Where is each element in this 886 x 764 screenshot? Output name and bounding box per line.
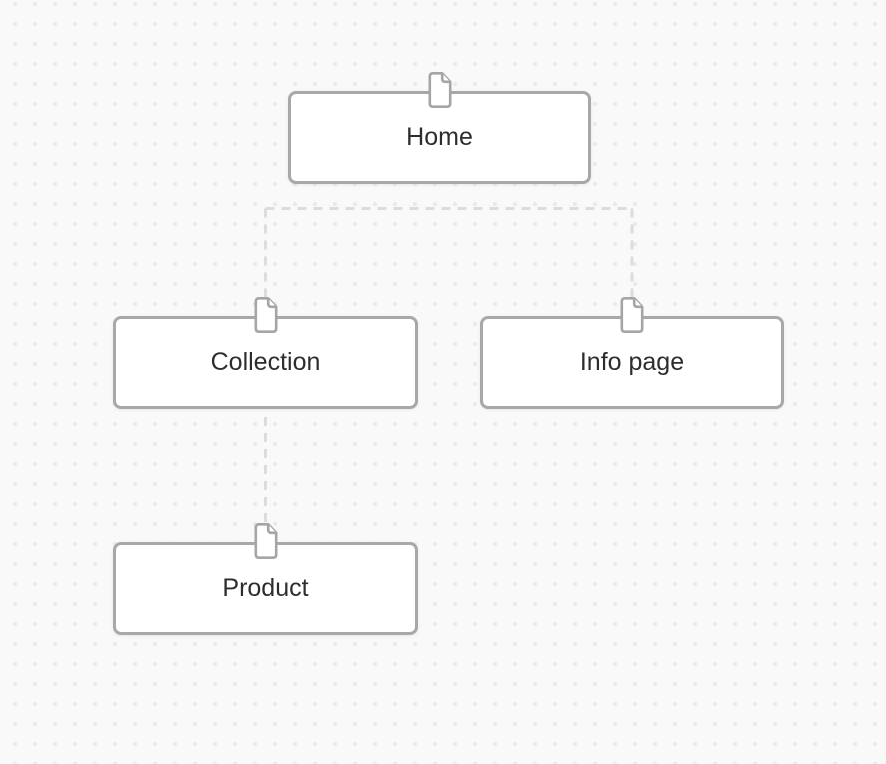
node-home[interactable]: Home — [288, 72, 591, 184]
node-label: Info page — [579, 348, 685, 376]
node-label: Product — [222, 574, 309, 602]
node-product[interactable]: Product — [113, 523, 418, 635]
node-info-page[interactable]: Info page — [480, 297, 784, 409]
node-label: Home — [406, 123, 473, 151]
page-icon — [619, 297, 645, 333]
page-icon — [253, 297, 279, 333]
page-icon — [427, 72, 453, 108]
node-collection[interactable]: Collection — [113, 297, 418, 409]
page-icon — [253, 523, 279, 559]
node-label: Collection — [210, 348, 321, 376]
